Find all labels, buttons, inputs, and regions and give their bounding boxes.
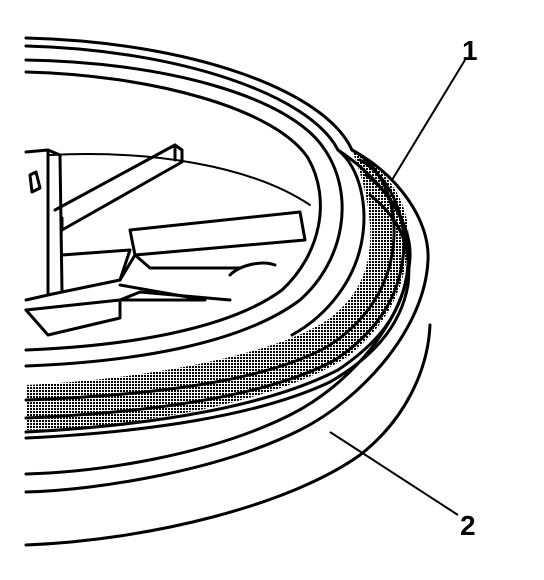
callout-2: 2	[460, 510, 476, 541]
interior-floor-edge	[49, 153, 311, 206]
leader-line-1	[391, 59, 466, 181]
inner-rim-step	[290, 148, 366, 337]
seal-line-b	[24, 158, 406, 420]
inner-rim-inner	[24, 70, 322, 352]
callout-1: 1	[462, 35, 478, 66]
leader-line-2	[329, 431, 459, 516]
outer-rim-inner-line	[24, 44, 412, 476]
seal-line-a	[24, 148, 396, 402]
seal-shaded-band	[26, 150, 409, 430]
inner-bracket	[24, 143, 307, 337]
outer-rim-line	[24, 36, 430, 494]
housing-bottom-line	[24, 323, 432, 547]
inner-rim-outer	[24, 58, 344, 368]
seal-line-c	[24, 173, 410, 434]
seal-line-d	[24, 193, 411, 440]
